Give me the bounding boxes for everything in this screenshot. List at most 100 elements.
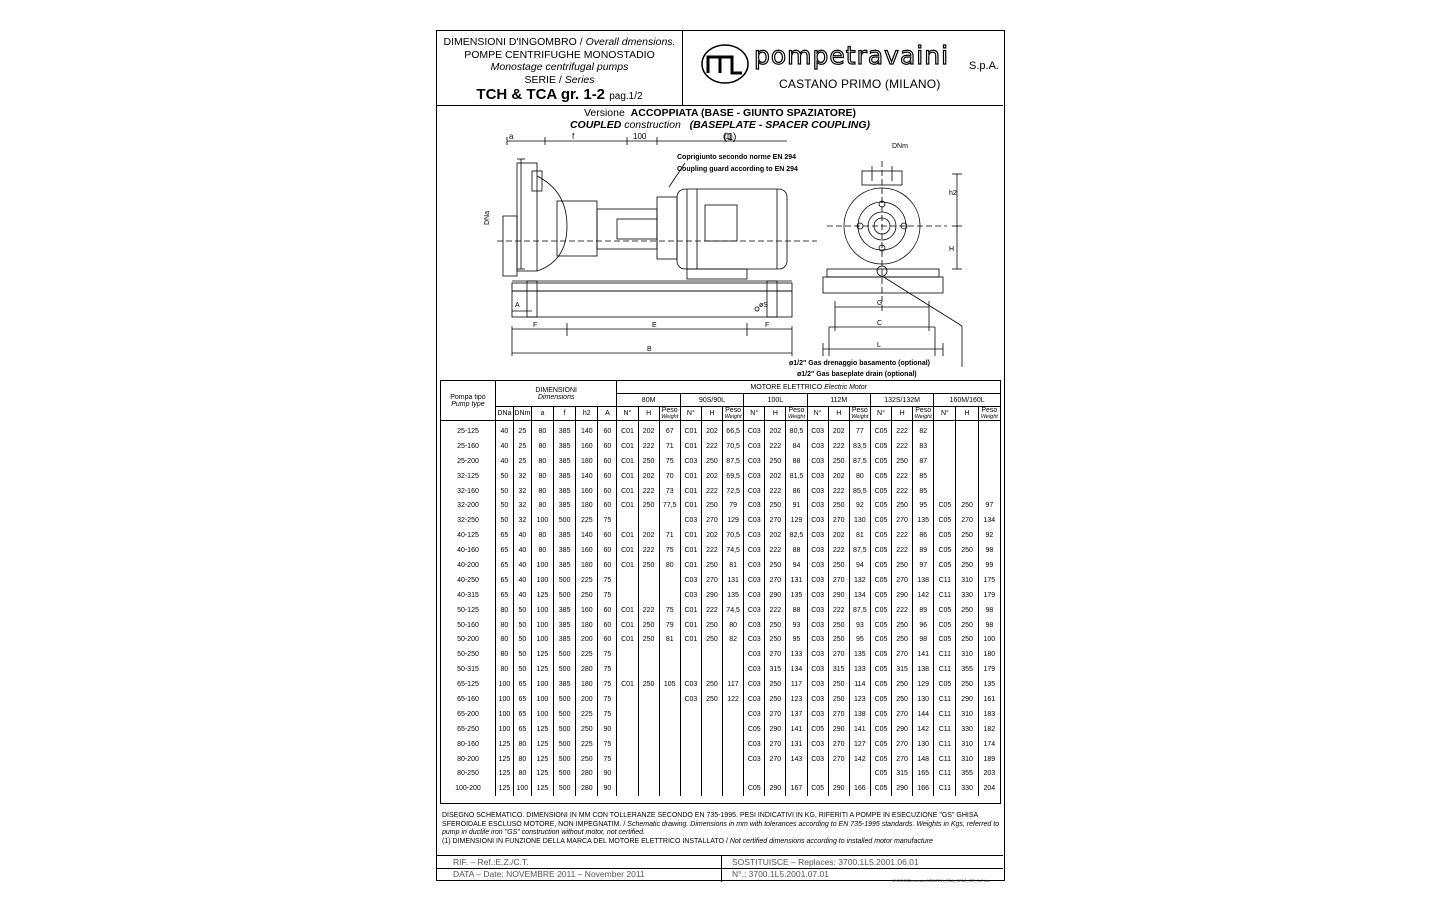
table-cell: C03 <box>806 420 829 439</box>
table-cell <box>722 736 745 752</box>
table-cell: C01 <box>679 420 702 439</box>
table-cell: C01 <box>616 468 639 484</box>
table-cell: 180 <box>575 453 599 469</box>
table-cell: 182 <box>977 721 1002 737</box>
table-cell: 65-250 <box>440 721 496 737</box>
table-cell: C03 <box>806 647 829 663</box>
table-cell <box>658 647 681 663</box>
dim-col-2: a <box>530 406 555 421</box>
table-cell: 95 <box>785 632 808 648</box>
table-cell: 80 <box>494 647 514 663</box>
table-cell: 75 <box>597 736 618 752</box>
table-cell <box>933 468 957 484</box>
table-cell: 89 <box>912 602 935 618</box>
table-cell: C11 <box>933 692 957 707</box>
table-cell: 69,5 <box>722 468 745 484</box>
table-cell: 114 <box>848 677 871 693</box>
table-cell: 67 <box>658 420 681 439</box>
table-cell: 290 <box>891 721 914 737</box>
table-cell: C03 <box>743 706 766 722</box>
header-title-block: DIMENSIONI D'INGOMBRO / Overall dmension… <box>437 31 683 105</box>
table-cell: C05 <box>869 587 893 603</box>
table-cell: 250 <box>700 558 724 573</box>
table-cell: 200 <box>575 632 599 648</box>
table-cell: 88 <box>785 453 808 469</box>
table-cell: 25-125 <box>440 420 496 439</box>
table-cell: C03 <box>679 692 702 707</box>
table-cell: 50 <box>512 602 532 618</box>
table-cell: 93 <box>785 617 808 633</box>
footer-reference: RIF. – Ref.:E.Z./C.T. <box>453 857 529 867</box>
motor-header: MOTORE ELETTRICO Electric Motor <box>616 380 1001 394</box>
table-cell: 202 <box>700 468 724 484</box>
table-cell: 222 <box>827 438 850 454</box>
table-cell: 72,5 <box>722 483 745 499</box>
table-cell: 179 <box>977 662 1002 678</box>
table-cell: 330 <box>955 721 979 737</box>
table-cell: 97 <box>977 498 1002 514</box>
table-cell: C05 <box>933 602 957 618</box>
table-cell <box>637 587 660 603</box>
table-cell: C11 <box>933 766 957 782</box>
table-cell <box>700 706 724 722</box>
table-cell: 50 <box>512 632 532 648</box>
table-cell: 65 <box>512 706 532 722</box>
pump-type-en: Pump type <box>451 400 485 408</box>
table-cell: 280 <box>575 662 599 678</box>
table-cell: 250 <box>575 587 599 603</box>
motor-header-en: Electric Motor <box>824 383 867 391</box>
table-cell: 148 <box>912 751 935 767</box>
table-cell: 250 <box>827 558 850 573</box>
table-cell: 222 <box>637 483 660 499</box>
table-cell: 60 <box>597 543 618 559</box>
table-cell: 70 <box>658 468 681 484</box>
table-cell: 92 <box>848 498 871 514</box>
table-cell <box>806 766 829 782</box>
table-cell: 130 <box>912 692 935 707</box>
motor-header-it: MOTORE ELETTRICO <box>750 383 823 391</box>
table-cell: 32-200 <box>440 498 496 514</box>
table-cell: 80 <box>494 662 514 678</box>
table-cell: 50-200 <box>440 632 496 648</box>
table-cell: 80 <box>530 483 555 499</box>
table-cell: 250 <box>827 453 850 469</box>
table-cell <box>616 692 639 707</box>
table-cell: 310 <box>955 647 979 663</box>
table-cell: 80 <box>722 617 745 633</box>
table-cell: 25 <box>512 438 532 454</box>
table-cell: 225 <box>575 736 599 752</box>
table-cell: 80-250 <box>440 766 496 782</box>
table-cell: 385 <box>553 468 577 484</box>
table-cell: 32 <box>512 483 532 499</box>
table-cell: C05 <box>933 632 957 648</box>
table-cell: 87,5 <box>848 602 871 618</box>
table-cell: 60 <box>597 438 618 454</box>
motor-sub-col: H <box>764 406 787 421</box>
table-cell: 32-125 <box>440 468 496 484</box>
dim-header-it: DIMENSIONI <box>535 386 577 394</box>
table-cell: 125 <box>530 766 555 782</box>
table-cell: 60 <box>597 632 618 648</box>
table-cell: 105 <box>658 677 681 693</box>
table-cell: 250 <box>764 617 787 633</box>
table-cell <box>658 587 681 603</box>
table-cell: 500 <box>553 736 577 752</box>
table-cell: 85 <box>912 483 935 499</box>
table-cell: C03 <box>743 587 766 603</box>
table-cell: 222 <box>637 543 660 559</box>
table-cell: 50-250 <box>440 647 496 663</box>
table-cell <box>637 736 660 752</box>
dim-S: øS <box>759 302 768 309</box>
table-cell: 500 <box>553 781 577 797</box>
table-cell: 81 <box>722 558 745 573</box>
table-cell: 270 <box>764 736 787 752</box>
table-cell: 385 <box>553 543 577 559</box>
table-cell: 250 <box>827 692 850 707</box>
table-cell: C03 <box>806 587 829 603</box>
